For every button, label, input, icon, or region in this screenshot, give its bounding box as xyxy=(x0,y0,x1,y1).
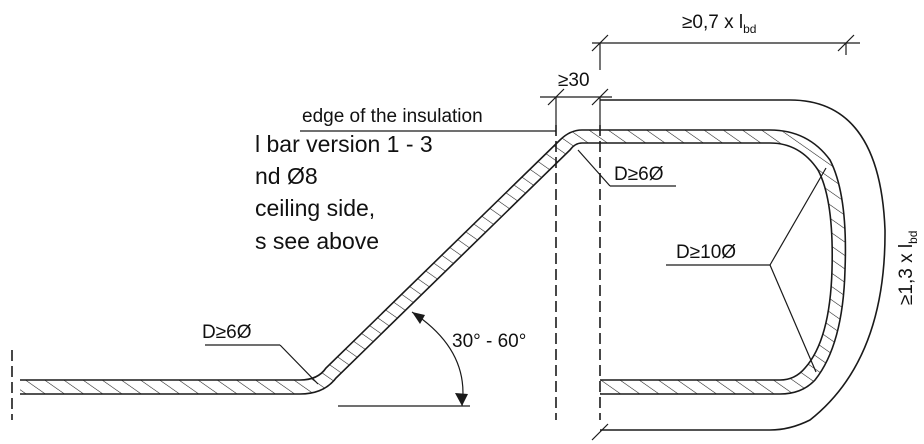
bend-bottom-label: D≥6Ø xyxy=(202,322,252,343)
rebar-outline-bottom xyxy=(20,142,834,395)
edge-of-insulation-label: edge of the insulation xyxy=(302,106,483,127)
note-line-2: nd Ø8 xyxy=(255,163,318,189)
angle-annotation: 30° - 60° xyxy=(338,311,526,407)
bend-top-label: D≥6Ø xyxy=(614,164,664,185)
note-line-3: ceiling side, xyxy=(255,195,375,221)
bend-large-label: D≥10Ø xyxy=(676,242,736,263)
note-line-4: s see above xyxy=(255,228,379,254)
side-dimension-label: ≥1,3 x lbd xyxy=(896,231,920,305)
bend-bottom-annotation: D≥6Ø xyxy=(202,322,319,385)
gap-dimension: ≥30 xyxy=(540,70,612,125)
loop-outer-contour xyxy=(600,99,886,431)
note-line-1: l bar version 1 - 3 xyxy=(255,131,433,157)
gap-dimension-label: ≥30 xyxy=(558,70,590,91)
bend-top-annotation: D≥6Ø xyxy=(577,149,676,187)
top-dimension-label: ≥0,7 x lbd xyxy=(682,12,756,36)
bottom-dimension-tick xyxy=(591,423,609,441)
rebar-outline-top xyxy=(20,129,847,395)
rebar-bar xyxy=(20,129,847,395)
bend-large-annotation: D≥10Ø xyxy=(666,167,827,373)
angle-label: 30° - 60° xyxy=(452,331,526,352)
note-text-block: l bar version 1 - 3 nd Ø8 ceiling side, … xyxy=(255,131,433,254)
top-dimension: ≥0,7 x lbd xyxy=(591,12,860,70)
